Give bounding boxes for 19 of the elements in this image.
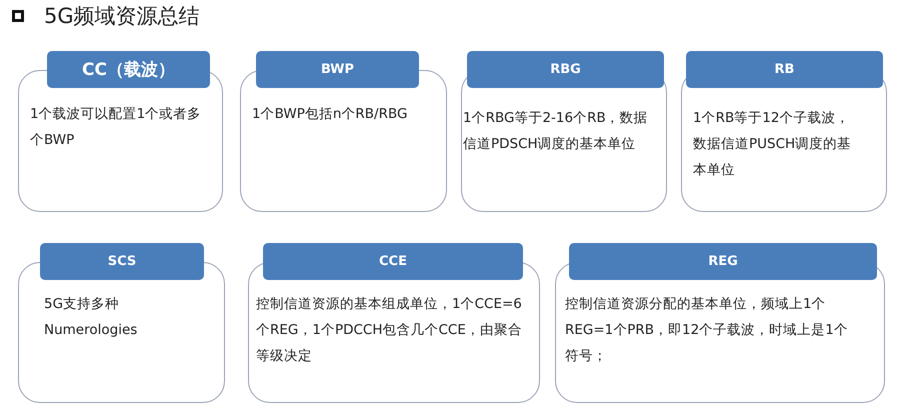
card-text: 1个RBG等于2-16个RB，数据信道PDSCH调度的基本单位 — [463, 109, 649, 154]
card-heading: SCS — [40, 243, 204, 280]
info-card — [681, 51, 887, 212]
card-text: 1个BWP包括n个RB/RBG — [252, 105, 408, 124]
card-text: 5G支持多种 Numerologies — [44, 295, 138, 340]
card-heading: REG — [569, 243, 877, 280]
page-title: 5G频域资源总结 — [44, 3, 200, 30]
card-heading: BWP — [256, 51, 419, 88]
card-heading: CC（载波） — [47, 51, 210, 88]
info-card — [461, 51, 667, 212]
card-text: 1个载波可以配置1个或者多个BWP — [30, 105, 202, 150]
card-text: 控制信道资源的基本组成单位，1个CCE=6个REG，1个PDCCH包含几个CCE，由聚合等级决定 — [256, 295, 523, 366]
info-card — [555, 243, 885, 403]
card-text: 控制信道资源分配的基本单位，频域上1个REG=1个PRB，即12个子载波，时域上是1个符号； — [565, 295, 849, 366]
card-text: 1个RB等于12个子载波，数据信道PUSCH调度的基本单位 — [693, 109, 852, 180]
card-heading: RBG — [467, 51, 664, 88]
card-heading: CCE — [263, 243, 523, 280]
card-heading: RB — [686, 51, 883, 88]
info-card — [248, 243, 540, 403]
